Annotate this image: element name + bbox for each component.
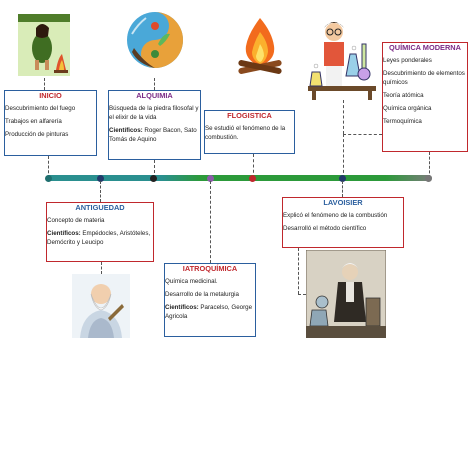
quimica-moderna-item: Teoría atómica	[383, 91, 424, 99]
antiguedad-sci-names: Empédocles, Aristóteles, Demócrito y Leu…	[47, 229, 151, 246]
lavoisier-item: Desarrolló el método científico	[283, 224, 367, 232]
quimica-moderna-item: Termoquímica	[383, 117, 422, 125]
quimica-moderna-item: Leyes ponderales	[383, 56, 432, 64]
flogistica-title: FLOGISTICA	[227, 111, 272, 120]
alquimia-sci-label: Científicos:	[109, 126, 143, 134]
inicio-item: Descubrimiento del fuego	[5, 104, 76, 112]
connector-line	[154, 160, 155, 178]
alquimia-sci-names: Roger Bacon, Sato Tomás de Aquino	[109, 126, 197, 143]
yin-yang-elements-icon	[124, 4, 186, 76]
timeline-dot	[150, 174, 157, 182]
philosopher-icon	[72, 274, 130, 338]
lavoisier-title: LAVOISIER	[323, 198, 363, 207]
cave-man-fire-icon	[18, 14, 70, 76]
scientist-lab-icon	[304, 14, 380, 100]
alquimia-scientists: Científicos: Roger Bacon, Sato Tomás de …	[109, 127, 200, 145]
connector-line	[101, 262, 102, 274]
connector-line	[44, 78, 45, 90]
quimica-moderna-item: Química orgánica	[383, 104, 432, 112]
connector-line	[343, 100, 344, 134]
lavoisier-lab-icon	[305, 249, 387, 339]
antiguedad-item: Concepto de materia	[47, 216, 105, 224]
flogistica-box: FLOGISTICA Se estudió el fenómeno de la …	[204, 110, 295, 154]
timeline-dot	[97, 174, 104, 182]
flogistica-item: Se estudió el fenómeno de la combustión.	[205, 124, 286, 141]
antiguedad-box: ANTIGUEDAD Concepto de materia Científic…	[46, 202, 154, 262]
lavoisier-item: Explicó el fenómeno de la combustión	[283, 211, 388, 219]
timeline-dot	[425, 174, 432, 182]
iatroquimica-sci-names: Paracelso, George Agricola	[165, 303, 253, 320]
inicio-title: INICIO	[39, 91, 62, 100]
timeline-dot	[207, 174, 214, 182]
connector-line	[48, 156, 49, 178]
connector-line	[343, 134, 344, 178]
connector-line	[429, 152, 430, 178]
alquimia-item: Búsqueda de la piedra filosofal y el eli…	[109, 104, 199, 121]
iatroquimica-sci-label: Científicos:	[165, 303, 199, 311]
connector-line	[343, 134, 382, 135]
iatroquimica-title: IATROQUÍMICA	[182, 264, 238, 273]
antiguedad-title: ANTIGUEDAD	[75, 203, 125, 212]
inicio-item: Producción de pinturas	[5, 130, 69, 138]
quimica-moderna-title: QUÍMICA MODERNA	[389, 43, 461, 52]
iatroquimica-box: IATROQUÍMICA Química medicinal. Desarrol…	[164, 263, 256, 337]
campfire-icon	[232, 14, 288, 78]
iatroquimica-scientists: Científicos: Paracelso, George Agricola	[165, 304, 255, 322]
quimica-moderna-box: QUÍMICA MODERNA Leyes ponderales Descubr…	[382, 42, 468, 152]
timeline-dot	[249, 174, 256, 182]
timeline-dot	[339, 174, 346, 182]
alquimia-title: ALQUIMIA	[136, 91, 173, 100]
quimica-moderna-item: Descubrimiento de elementos químicos	[383, 69, 465, 86]
inicio-box: INICIO Descubrimiento del fuego Trabajos…	[4, 90, 97, 156]
lavoisier-box: LAVOISIER Explicó el fenómeno de la comb…	[282, 197, 404, 248]
iatroquimica-item: Química medicinal.	[165, 277, 218, 285]
connector-line	[210, 181, 211, 263]
timeline	[46, 175, 432, 181]
iatroquimica-item: Desarrollo de la metalurgia	[165, 290, 239, 298]
connector-line	[253, 154, 254, 178]
alquimia-box: ALQUIMIA Búsqueda de la piedra filosofal…	[108, 90, 201, 160]
antiguedad-sci-label: Científicos:	[47, 229, 81, 237]
connector-line	[298, 248, 299, 294]
connector-line	[100, 181, 101, 202]
antiguedad-scientists: Científicos: Empédocles, Aristóteles, De…	[47, 230, 153, 248]
connector-line	[154, 78, 155, 90]
inicio-item: Trabajos en alfarería	[5, 117, 62, 125]
connector-line	[342, 181, 343, 197]
connector-line	[298, 294, 306, 295]
timeline-dot	[45, 174, 52, 182]
